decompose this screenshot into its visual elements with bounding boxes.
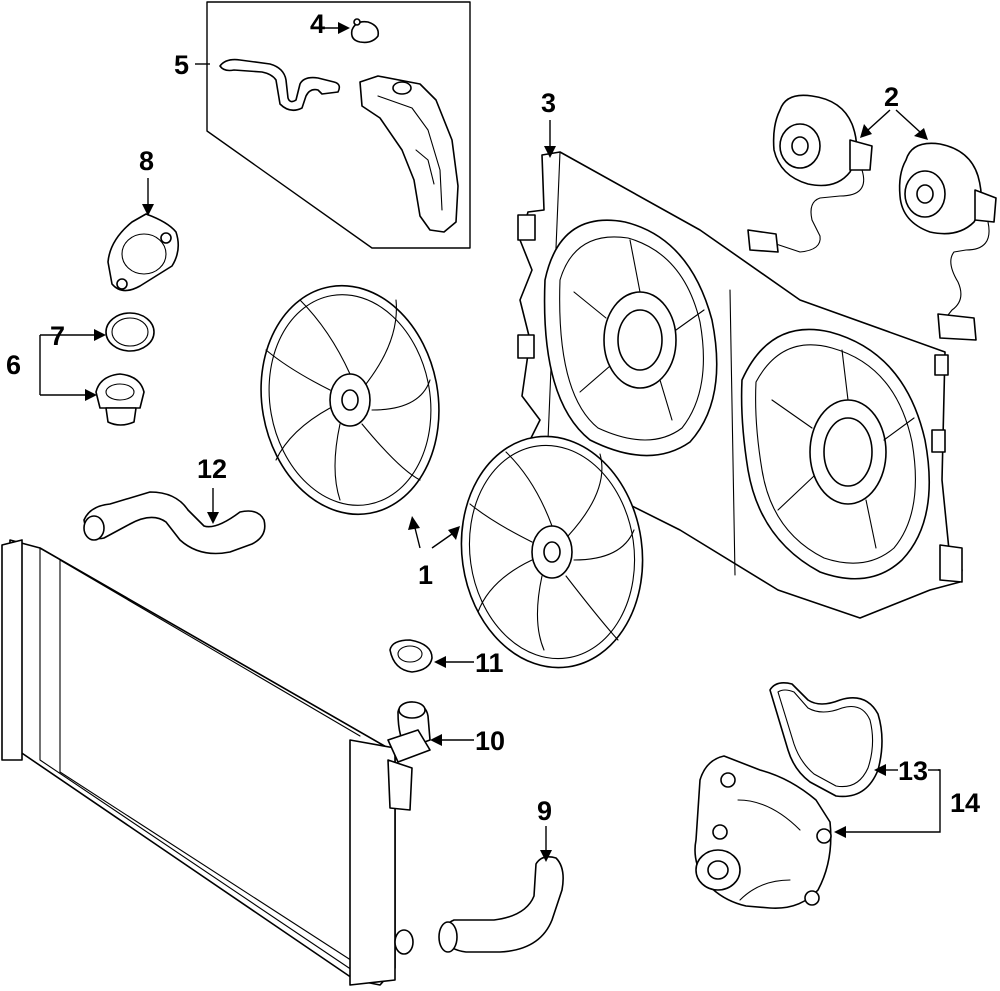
callout-10: 10	[475, 726, 505, 756]
callout-5: 5	[174, 50, 189, 80]
callout-3: 3	[541, 88, 556, 118]
thermostat-gasket-part	[105, 312, 155, 352]
arrowheads	[85, 22, 928, 862]
coolant-reservoir-part	[359, 75, 459, 233]
reservoir-inset-box	[206, 1, 471, 249]
callout-12: 12	[197, 454, 227, 484]
callout-2: 2	[884, 82, 899, 112]
callout-1: 1	[418, 560, 433, 590]
callout-14: 14	[950, 788, 980, 818]
upper-radiator-hose-part	[83, 491, 266, 555]
water-pump-gasket-part	[769, 682, 883, 798]
fan-motor-1-part	[747, 94, 873, 253]
callout-4: 4	[310, 9, 325, 39]
reservoir-hose-part	[219, 58, 341, 112]
lower-radiator-hose-part	[438, 856, 564, 953]
callout-7: 7	[50, 321, 65, 351]
callout-9: 9	[537, 796, 552, 826]
callout-labels: 1 2 3 4 5 6 7 8 9 10 11 12 13 14	[6, 9, 980, 826]
water-pump-part	[694, 755, 832, 909]
reservoir-cap-part	[350, 18, 380, 44]
leader-lines	[39, 27, 941, 850]
fan-blade-upper-part	[260, 284, 440, 516]
radiator-filler-neck-part	[387, 701, 431, 763]
radiator-cap-part	[389, 639, 433, 673]
callout-13: 13	[898, 756, 928, 786]
callout-6: 6	[6, 350, 21, 380]
fan-blade-lower-part	[460, 435, 644, 669]
callout-8: 8	[139, 146, 154, 176]
thermostat-housing-part	[107, 213, 180, 292]
radiator-part	[1, 539, 414, 986]
callout-11: 11	[475, 648, 504, 678]
thermostat-part	[95, 373, 145, 426]
fan-motor-2-part	[898, 142, 997, 341]
